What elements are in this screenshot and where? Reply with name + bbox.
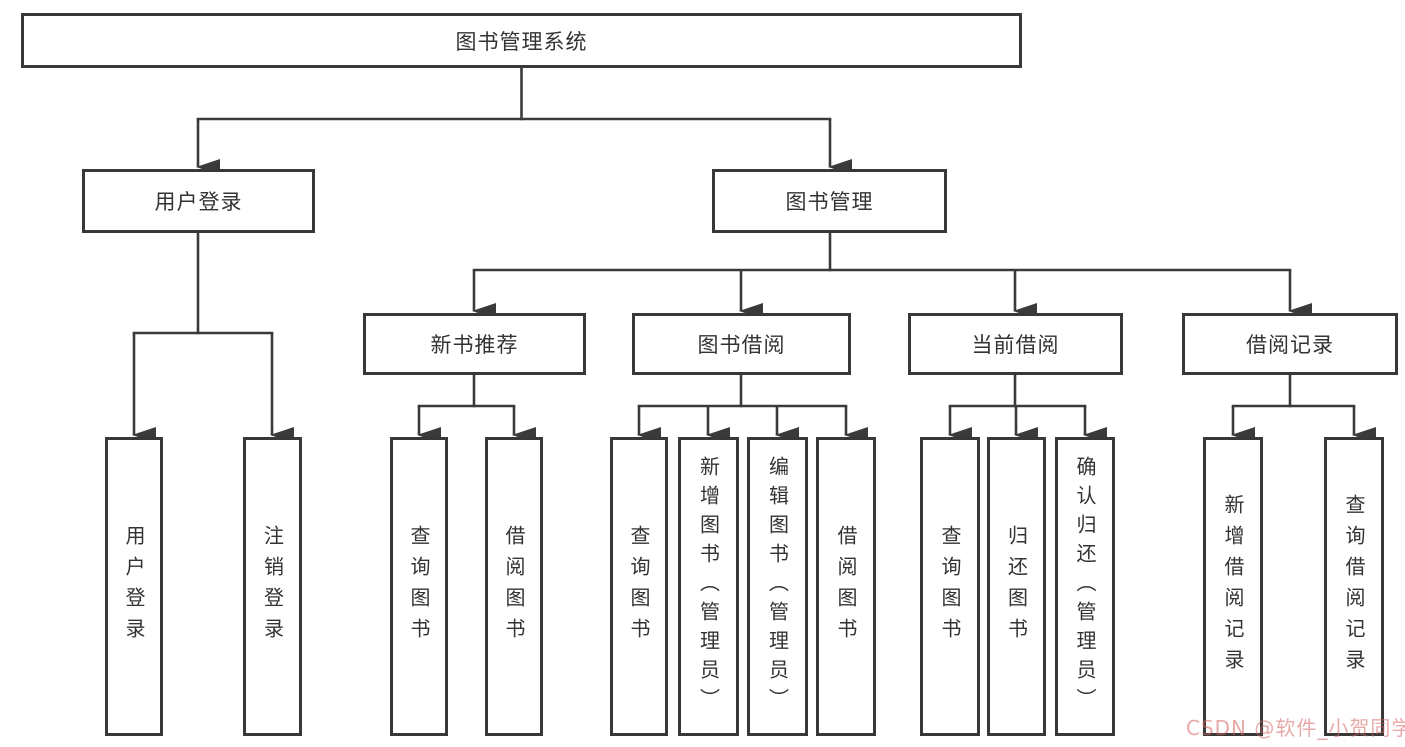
leaf-cb-return-books-label: 归还图书 [1004,524,1029,649]
leaf-nbr-borrow-books: 借阅图书 [485,437,543,736]
leaf-br-add-record: 新增借阅记录 [1203,437,1263,736]
leaf-bb-query-books-label: 查询图书 [627,524,651,649]
node-new-book-recommendation: 新书推荐 [363,313,586,375]
leaf-nbr-borrow-books-label: 借阅图书 [502,524,526,649]
leaf-user-login: 用户登录 [105,437,163,736]
leaf-cb-query-books: 查询图书 [920,437,980,736]
leaf-logout-login: 注销登录 [243,437,302,736]
leaf-nbr-query-books-label: 查询图书 [407,524,431,649]
node-current-borrowing: 当前借阅 [908,313,1123,375]
node-root: 图书管理系统 [21,13,1022,68]
leaf-cb-query-books-label: 查询图书 [938,524,962,649]
node-book-borrowing: 图书借阅 [632,313,851,375]
leaf-br-add-record-label: 新增借阅记录 [1221,493,1245,680]
node-book-management: 图书管理 [712,169,947,233]
leaf-logout-login-label: 注销登录 [260,524,285,649]
csdn-watermark: CSDN @软件_小贺同学 [1186,716,1405,740]
leaf-cb-confirm-return-admin-label: 确认归还（管理员） [1073,456,1097,717]
leaf-br-query-record-label: 查询借阅记录 [1342,493,1366,680]
leaf-bb-edit-books-admin-label: 编辑图书（管理员） [765,456,790,717]
leaf-bb-add-books-admin: 新增图书（管理员） [678,437,739,736]
leaf-nbr-query-books: 查询图书 [390,437,448,736]
leaf-bb-edit-books-admin: 编辑图书（管理员） [747,437,808,736]
leaf-cb-return-books: 归还图书 [987,437,1046,736]
leaf-bb-query-books: 查询图书 [610,437,668,736]
node-borrowing-records: 借阅记录 [1182,313,1398,375]
leaf-bb-add-books-admin-label: 新增图书（管理员） [696,456,721,717]
leaf-bb-borrow-books-label: 借阅图书 [834,524,858,649]
leaf-user-login-label: 用户登录 [122,524,146,649]
leaf-cb-confirm-return-admin: 确认归还（管理员） [1055,437,1115,736]
node-user-login: 用户登录 [82,169,315,233]
leaf-br-query-record: 查询借阅记录 [1324,437,1384,736]
leaf-bb-borrow-books: 借阅图书 [816,437,876,736]
